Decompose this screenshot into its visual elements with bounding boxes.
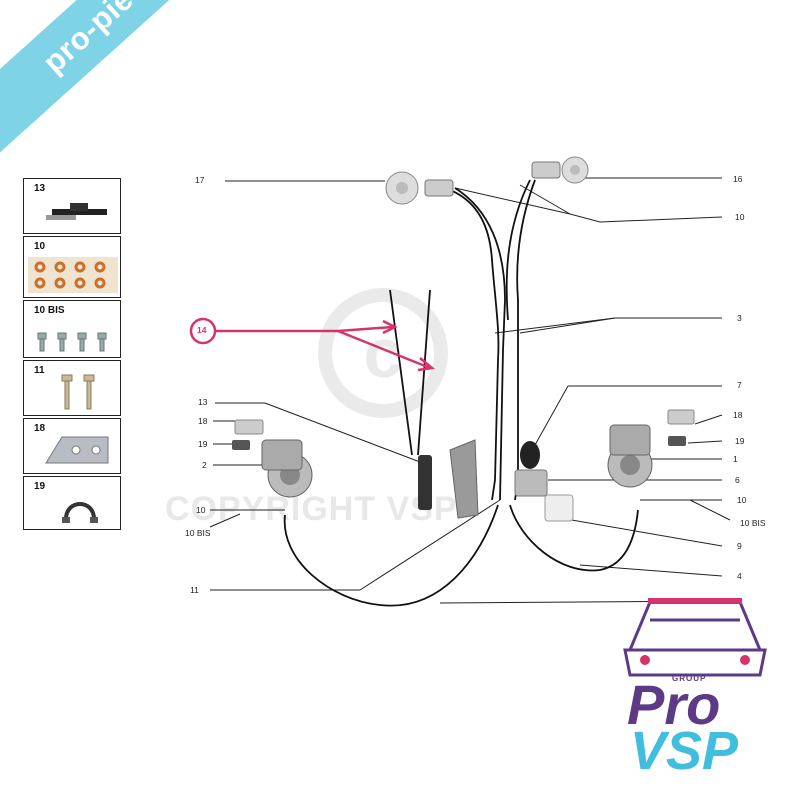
handbrake-lever <box>418 455 432 510</box>
logo-pro-text: Pro <box>627 673 721 736</box>
callout-14: 14 <box>197 325 207 335</box>
callout-11: 11 <box>190 585 199 595</box>
callout-7: 7 <box>737 380 742 390</box>
handbrake-lever-icon <box>46 203 107 220</box>
callout-2: 2 <box>202 460 207 470</box>
callout-19-right: 19 <box>735 436 745 446</box>
brake-disc-right-rear <box>561 156 589 184</box>
front-hub-left <box>261 439 313 498</box>
logo-vsp-text: VSP <box>630 721 739 781</box>
caliper-right-rear <box>531 161 561 179</box>
legend-number: 18 <box>34 423 46 434</box>
legend-item-13: 13 <box>23 178 121 234</box>
copper-washers-icon <box>28 257 118 293</box>
legend-item-18: 18 <box>23 418 121 474</box>
legend-number: 10 <box>34 241 46 252</box>
callout-10bis-left: 10 BIS <box>185 528 211 538</box>
callout-10-right: 10 <box>737 495 747 505</box>
callout-4: 4 <box>737 571 742 581</box>
bolts-icon <box>61 374 95 410</box>
copyright-watermark-text: COPYRIGHT VSP <box>165 490 458 528</box>
legend-item-19: 19 <box>23 476 121 530</box>
callout-9: 9 <box>737 541 742 551</box>
callout-19-left: 19 <box>198 439 208 449</box>
callout-17: 17 <box>195 175 205 185</box>
legend-item-11: 11 <box>23 360 121 416</box>
legend-number: 19 <box>34 481 46 492</box>
callout-13: 13 <box>198 397 208 407</box>
legend-number: 13 <box>34 183 46 194</box>
callout-6: 6 <box>735 475 740 485</box>
callout-1: 1 <box>733 454 738 464</box>
bracket-plate-icon <box>45 436 109 464</box>
logo-group-text: GROUP <box>672 674 707 683</box>
bracket-plate <box>449 439 479 519</box>
callout-10-left: 10 <box>196 505 206 515</box>
legend-number: 10 BIS <box>34 305 65 316</box>
callout-3: 3 <box>737 313 742 323</box>
front-hub-right <box>607 424 653 488</box>
callout-10-top: 10 <box>735 212 745 222</box>
hose-clip-icon <box>62 502 98 523</box>
car-logo-icon <box>623 598 767 677</box>
legend-item-10: 10 <box>23 236 121 298</box>
brake-fluid-reservoir <box>544 494 574 522</box>
legend-item-10bis: 10 BIS <box>23 300 121 358</box>
legend-number: 11 <box>34 365 45 376</box>
master-cylinder <box>514 441 548 497</box>
banjo-bolts-icon <box>37 332 107 352</box>
highlight-14 <box>189 317 435 372</box>
callout-16: 16 <box>733 174 743 184</box>
callout-18-left: 18 <box>198 416 208 426</box>
callout-18-right: 18 <box>733 410 743 420</box>
callout-10bis-right: 10 BIS <box>740 518 766 528</box>
brake-disc-left-rear <box>385 171 419 205</box>
caliper-left-rear <box>424 179 454 197</box>
